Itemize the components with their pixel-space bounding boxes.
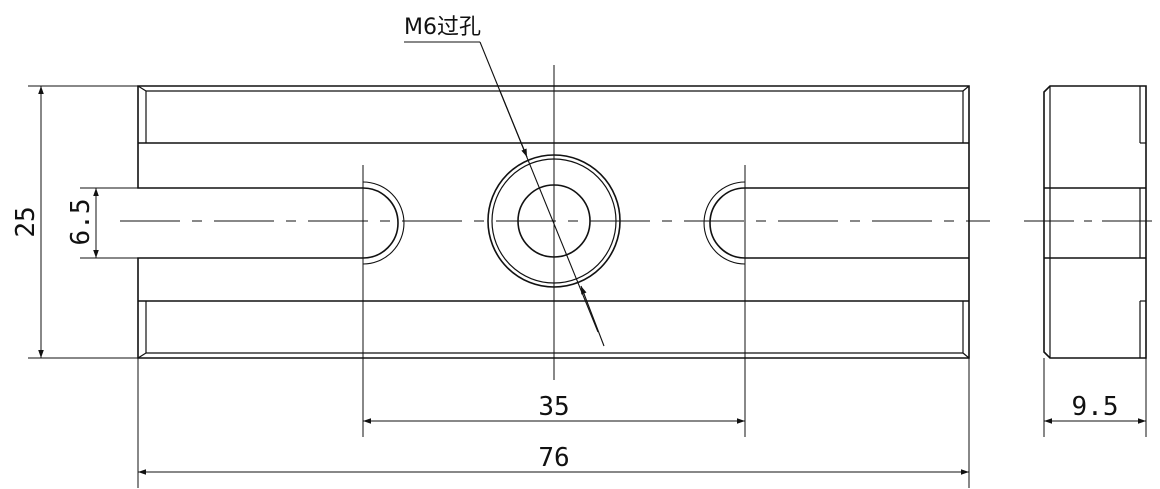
dim-text-height: 25: [11, 206, 41, 237]
callout-arrow-2: [580, 285, 605, 347]
dim-text-length: 76: [538, 443, 569, 473]
left-slot-inner: [362, 181, 405, 265]
right-end-edge: [962, 85, 970, 92]
callout-arrow-1: [499, 90, 528, 158]
center-lines: [120, 65, 990, 380]
dim-text-spacing: 35: [538, 392, 569, 422]
callout-label: M6过孔: [404, 15, 481, 40]
left-end-edge: [137, 85, 147, 92]
dimensions: [28, 85, 1147, 488]
dim-text-thickness: 9.5: [1072, 392, 1119, 422]
dim-text-slot-width: 6.5: [66, 199, 96, 246]
right-end-edge-bottom: [962, 352, 970, 359]
side-view: [1043, 85, 1147, 359]
left-end-edge-bottom: [137, 352, 147, 359]
hole-callout: M6过孔: [404, 15, 605, 347]
callout-leader: [479, 41, 599, 333]
right-slot-inner: [703, 181, 746, 265]
side-view-outline: [1043, 85, 1147, 359]
